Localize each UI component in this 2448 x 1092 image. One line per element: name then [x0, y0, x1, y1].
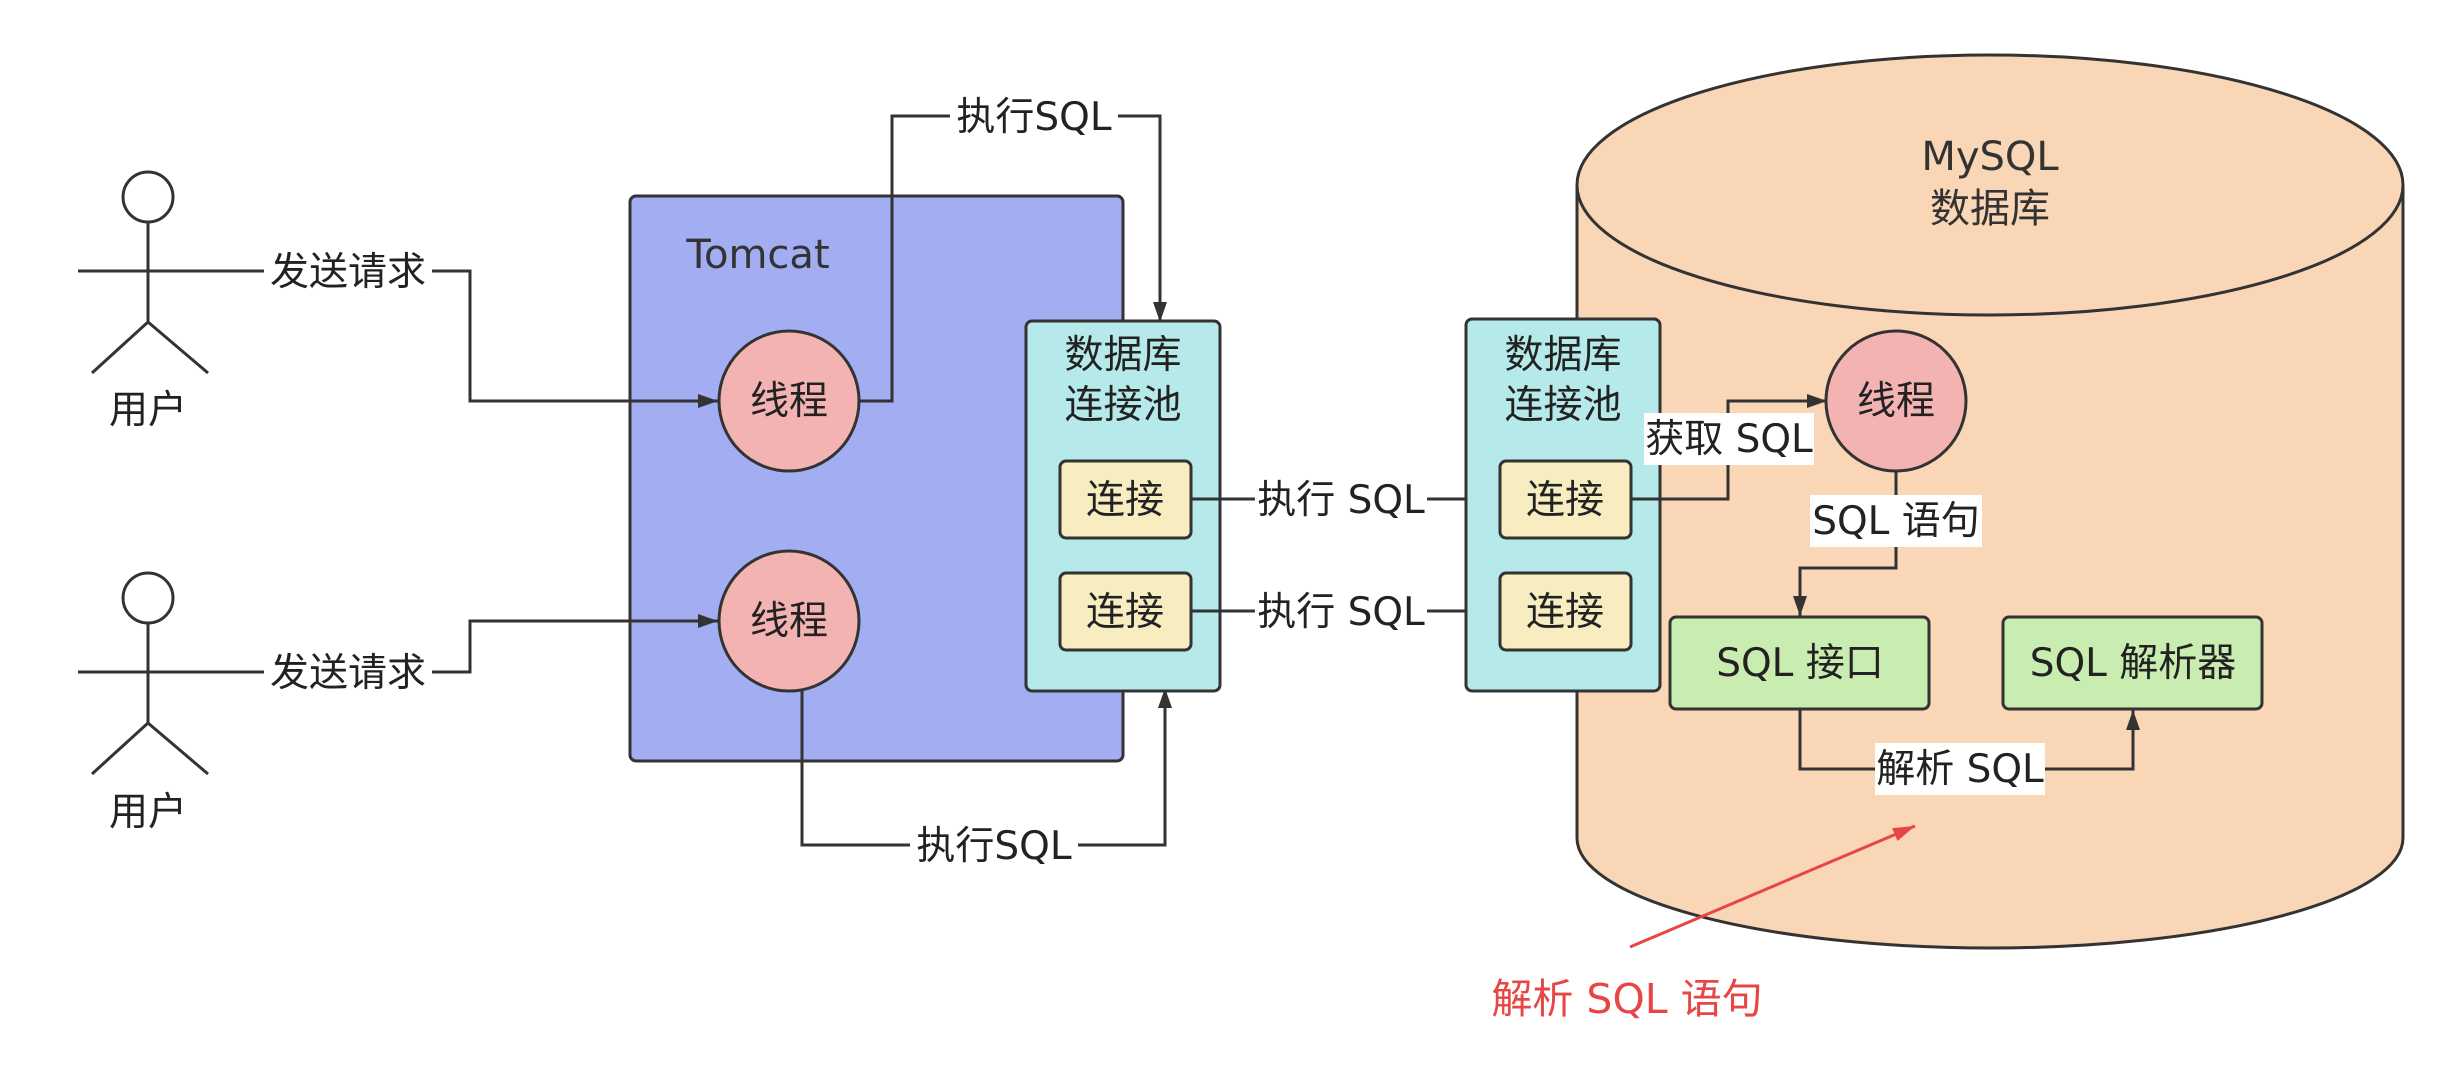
pool-title-line2: 连接池 [1504, 383, 1621, 428]
send-request-connector-1: 发送请求 [218, 245, 718, 408]
send-request-connector-2: 发送请求 [218, 614, 718, 698]
sql-interface-box: SQL 接口 [1668, 615, 1931, 711]
server-connection-pool: 数据库 连接池 连接 连接 [1464, 317, 1662, 693]
user-actor-1: 用户 [78, 170, 218, 433]
client-connection-pool: 数据库 连接池 连接 连接 [1024, 319, 1222, 693]
thread-label: 线程 [750, 379, 828, 424]
connection-label: 连接 [1086, 478, 1164, 523]
parse-sql-connector: 解析 SQL [1798, 709, 2140, 795]
tomcat-thread-2: 线程 [717, 549, 861, 693]
cylinder-top [1575, 53, 2405, 317]
user-label: 用户 [109, 388, 187, 433]
sql-statement-connector: SQL 语句 [1793, 471, 1982, 616]
pool-link-label: 执行 SQL [1257, 478, 1425, 523]
get-sql-connector: 获取 SQL [1631, 394, 1827, 501]
parse-sql-label: 解析 SQL [1876, 747, 2044, 792]
sql-parser-box: SQL 解析器 [2001, 615, 2264, 711]
execute-sql-connector-bottom: 执行SQL [800, 688, 1172, 871]
user-actor-2: 用户 [78, 571, 218, 835]
pool-title-line1: 数据库 [1064, 333, 1181, 378]
stick-figure-icon [78, 571, 218, 776]
connection-label: 连接 [1526, 590, 1604, 635]
connection-label: 连接 [1086, 590, 1164, 635]
send-request-label: 发送请求 [270, 651, 426, 696]
pool-title-line1: 数据库 [1504, 333, 1621, 378]
pool-link-1: 执行 SQL [1191, 473, 1499, 525]
tomcat-title: Tomcat [685, 232, 829, 278]
user-label: 用户 [109, 790, 187, 835]
pool-link-label: 执行 SQL [1257, 590, 1425, 635]
server-connection-2: 连接 [1498, 571, 1633, 652]
thread-label: 线程 [750, 599, 828, 644]
tomcat-thread-1: 线程 [717, 329, 861, 473]
sql-interface-label: SQL 接口 [1716, 641, 1884, 686]
connection-label: 连接 [1526, 478, 1604, 523]
mysql-thread: 线程 [1824, 329, 1968, 473]
sql-statement-label: SQL 语句 [1812, 499, 1980, 544]
mysql-database-cylinder: MySQL 数据库 [1575, 53, 2405, 950]
annotation-arrow [1629, 824, 1916, 949]
client-connection-2: 连接 [1058, 571, 1193, 652]
sql-parser-label: SQL 解析器 [2030, 641, 2237, 686]
cylinder-body [1575, 185, 2405, 950]
execute-sql-label: 执行SQL [916, 824, 1071, 869]
send-request-label: 发送请求 [270, 250, 426, 295]
get-sql-label: 获取 SQL [1645, 417, 1813, 462]
thread-label: 线程 [1857, 379, 1935, 424]
execute-sql-label: 执行SQL [956, 95, 1111, 140]
pool-link-2: 执行 SQL [1191, 585, 1499, 637]
annotation-label: 解析 SQL 语句 [1491, 975, 1762, 1023]
server-connection-1: 连接 [1498, 459, 1633, 540]
mysql-subtitle: 数据库 [1930, 186, 2050, 232]
client-connection-1: 连接 [1058, 459, 1193, 540]
pool-title-line2: 连接池 [1064, 383, 1181, 428]
execute-sql-connector-top: 执行SQL [859, 90, 1167, 403]
stick-figure-icon [78, 170, 218, 375]
annotation: 解析 SQL 语句 [1491, 824, 1916, 1023]
mysql-title: MySQL [1921, 134, 2059, 180]
